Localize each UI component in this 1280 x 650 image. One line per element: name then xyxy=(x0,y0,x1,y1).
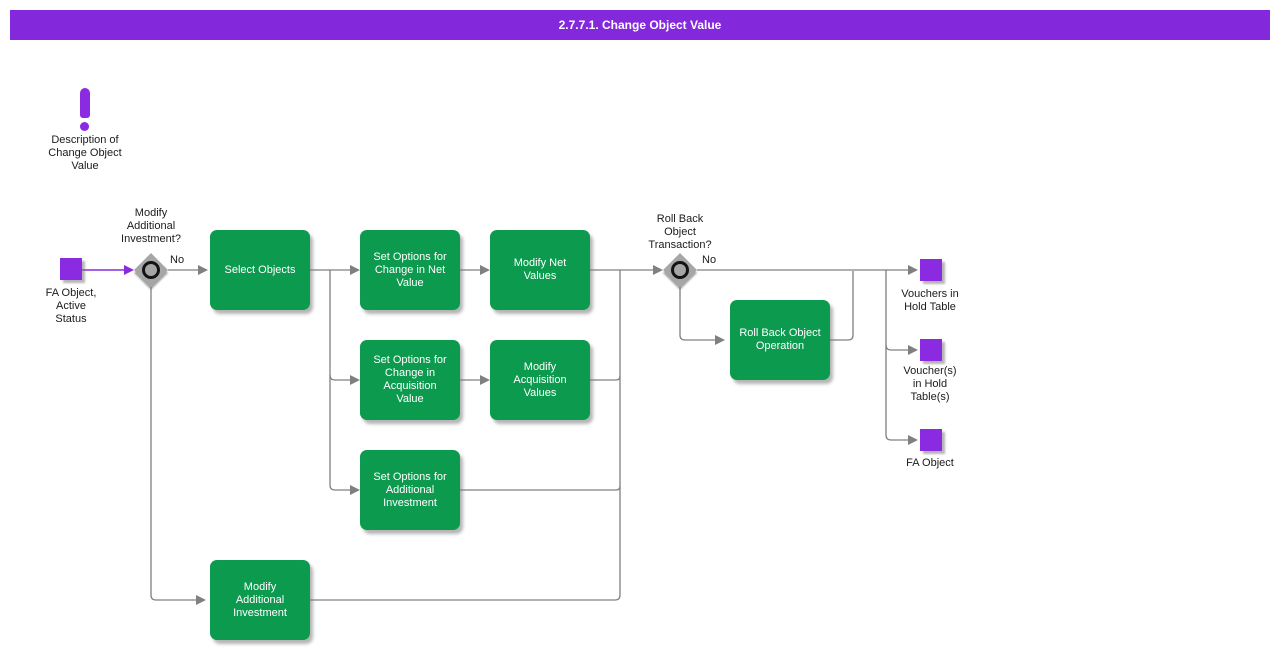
activity-modify-acquisition[interactable]: Modify Acquisition Values xyxy=(490,340,590,420)
arrowhead-to-faobject xyxy=(908,435,918,445)
output-vouchers-node[interactable] xyxy=(920,259,942,281)
activity-modify-additional[interactable]: Modify Additional Investment xyxy=(210,560,310,640)
arrowhead-to-vouchers-s xyxy=(908,345,918,355)
diagram-title: 2.7.7.1. Change Object Value xyxy=(558,18,722,32)
activity-set-options-net[interactable]: Set Options for Change in Net Value xyxy=(360,230,460,310)
note-label: Description of Change Object Value xyxy=(48,134,122,172)
arrowhead-branch-to-setadd xyxy=(350,485,360,495)
decision2-no-label: No xyxy=(702,254,717,266)
start-object-node[interactable] xyxy=(60,258,82,280)
activity-set-options-acquisition[interactable]: Set Options for Change in Acquisition Va… xyxy=(360,340,460,420)
output-vouchers-label: Vouchers in Hold Table xyxy=(901,288,959,313)
arrowhead-branch-to-setacq xyxy=(350,375,360,385)
decision2-question: Roll Back Object Transaction? xyxy=(648,213,712,251)
arrowhead-to-vouchers xyxy=(908,265,918,275)
arrowhead-setacq-to-modifyacq xyxy=(480,375,490,385)
start-object-label: FA Object, Active Status xyxy=(45,287,97,325)
exclamation-dot-icon xyxy=(80,122,89,131)
activity-modify-net[interactable]: Modify Net Values xyxy=(490,230,590,310)
arrowhead-modifynet-to-decision2 xyxy=(653,265,663,275)
connector-branch-to-setadd xyxy=(329,270,350,491)
connector-modifyacq-to-trunk xyxy=(590,375,621,381)
arrowhead-setnet-to-modifynet xyxy=(480,265,490,275)
output-vouchers-s-label: Voucher(s) in Hold Table(s) xyxy=(903,365,957,403)
activity-set-options-additional[interactable]: Set Options for Additional Investment xyxy=(360,450,460,530)
connector-setadd-to-trunk xyxy=(460,485,621,491)
connector-branch-to-vouchers-s xyxy=(885,344,908,351)
activity-rollback-operation[interactable]: Roll Back Object Operation xyxy=(730,300,830,380)
exclamation-icon[interactable] xyxy=(80,88,90,118)
decision1-no-label: No xyxy=(170,254,185,266)
arrowhead-decision1-to-modifyadd xyxy=(196,595,206,605)
arrowhead-start-to-decision1 xyxy=(124,265,134,275)
connector-rollback-return xyxy=(830,271,854,341)
arrowhead-decision2-to-rollback xyxy=(715,335,725,345)
output-faobject-node[interactable] xyxy=(920,429,942,451)
connector-decision1-to-modifyadd xyxy=(150,287,196,601)
diagram-title-bar: 2.7.7.1. Change Object Value xyxy=(10,10,1270,40)
connector-branch-to-setacq xyxy=(329,374,350,381)
connector-trunk-merge xyxy=(310,270,621,601)
decision1-question: Modify Additional Investment? xyxy=(121,207,181,245)
arrowhead-select-to-setnet xyxy=(350,265,360,275)
activity-select-objects[interactable]: Select Objects xyxy=(210,230,310,310)
decision1-ring-icon xyxy=(142,261,160,279)
arrowhead-decision1-to-select xyxy=(198,265,208,275)
connector-branch-to-faobject xyxy=(885,270,908,441)
output-faobject-label: FA Object xyxy=(906,457,954,469)
output-vouchers-s-node[interactable] xyxy=(920,339,942,361)
connector-decision2-to-rollback xyxy=(679,287,715,341)
decision2-ring-icon xyxy=(671,261,689,279)
